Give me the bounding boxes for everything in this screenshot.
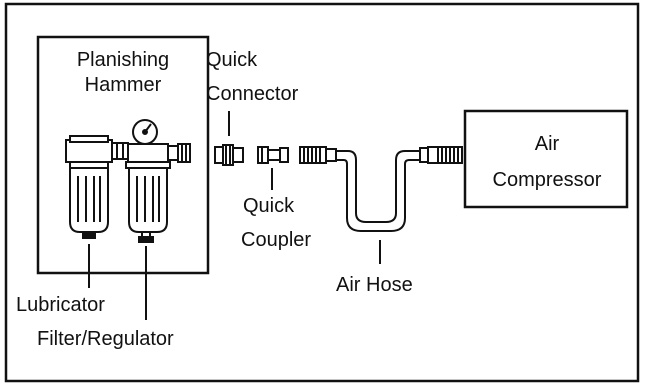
filter-regulator-icon (125, 143, 171, 243)
hose-fitting-right-icon (419, 146, 463, 164)
air-hose-icon (336, 150, 420, 232)
air-hose-label: Air Hose (336, 274, 413, 296)
air-compressor-label-line2: Compressor (493, 169, 602, 191)
filter-regulator-label: Filter/Regulator (37, 328, 174, 350)
quick-coupler-label-line2: Coupler (241, 229, 311, 251)
quick-connector-icon (214, 144, 244, 166)
inline-coupling-icon (111, 142, 129, 160)
lubricator-label: Lubricator (16, 294, 105, 316)
air-compressor-label-line1: Air (535, 133, 560, 155)
planishing-hammer-label-line1: Planishing (77, 49, 169, 71)
quick-coupler-label-line1: Quick (243, 195, 295, 217)
hose-fitting-left-icon (299, 146, 337, 164)
air-compressor-box (463, 109, 629, 209)
planishing-hammer-label-line2: Hammer (85, 74, 162, 96)
quick-connector-label-line1: Quick (206, 49, 258, 71)
quick-connector-label-line2: Connector (206, 83, 299, 105)
regulator-outlet-fitting-icon (167, 143, 191, 163)
quick-coupler-icon (257, 146, 289, 164)
lubricator-icon (65, 135, 113, 239)
